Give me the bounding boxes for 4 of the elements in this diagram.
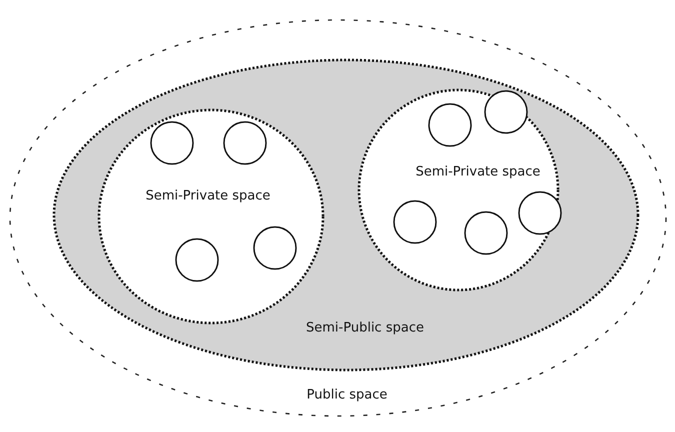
zone-label: Semi-Private space <box>416 164 540 180</box>
zone-label: Semi-Private space <box>146 188 270 204</box>
zone-label: Semi-Public space <box>306 320 424 336</box>
zone-label: Public space <box>306 388 388 402</box>
